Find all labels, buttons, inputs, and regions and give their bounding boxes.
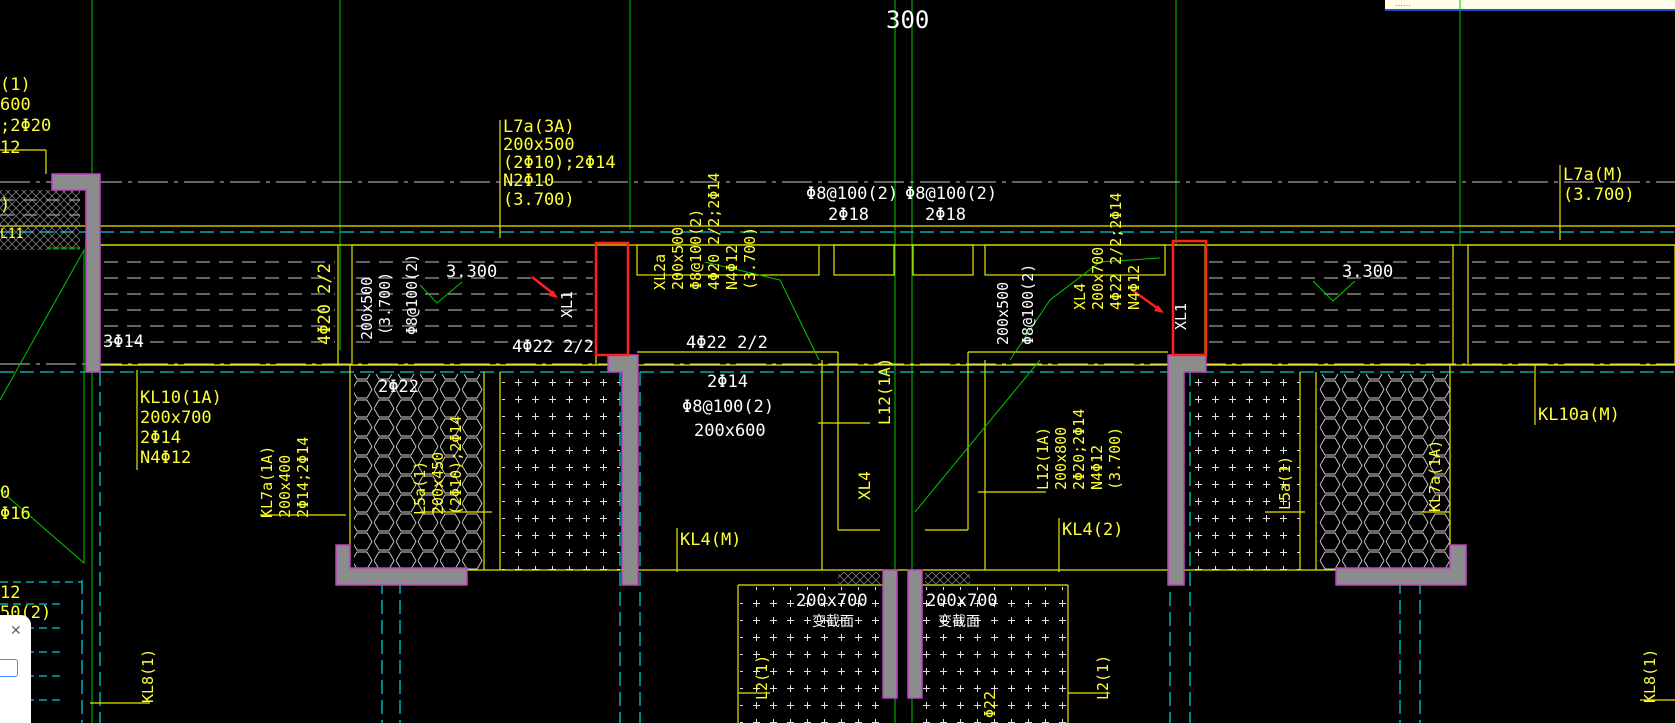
- label-r-stir-v: Φ8@100(2): [1019, 264, 1037, 345]
- xl1-highlight-left: [594, 241, 630, 357]
- label-l5a-v: L5a(1): [411, 461, 429, 515]
- label-l7a-m: L7a(M): [1563, 165, 1624, 185]
- close-icon[interactable]: ✕: [10, 623, 22, 639]
- label-l7a-m-elev: (3.700): [1563, 185, 1635, 205]
- label-xl1-right: XL1: [1172, 303, 1190, 330]
- top-dimension: 300: [886, 6, 929, 34]
- label-xl2a-size-v: 200x500: [669, 227, 687, 290]
- label-l7a-n: N2Φ10: [503, 171, 554, 191]
- label-kl10-size: 200x700: [140, 408, 212, 428]
- diagonal-lines: [0, 247, 1356, 565]
- label-kl10a-m: KL10a(M): [1538, 405, 1620, 425]
- label-xl4-bar-v: 4Φ22 2/2;2Φ14: [1107, 193, 1125, 310]
- label-kl8-right-v: KL8(1): [1641, 649, 1659, 703]
- label-l5a-bar-v: (2Φ10);2Φ14: [447, 416, 465, 515]
- label-xl2a-v: XL2a: [651, 254, 669, 290]
- label-xl2a-stir-v: Φ8@100(2): [687, 209, 705, 290]
- label-xl4-n-v: N4Φ12: [1125, 265, 1143, 310]
- label-beam-left-v: 200x500: [358, 277, 376, 340]
- label-bs-left-txt: 变截面: [812, 614, 854, 630]
- label-xl1-left: XL1: [558, 291, 576, 318]
- label-l12b-size-v: 200x800: [1052, 427, 1070, 490]
- label-4phi22-mid: 4Φ22 2/2: [686, 333, 768, 353]
- edge-label-12: 12: [0, 138, 20, 158]
- highlight-boxes: [531, 239, 1208, 357]
- label-kl10-n: N4Φ12: [140, 448, 191, 468]
- label-bs-right-txt: 变截面: [938, 614, 980, 630]
- label-stir-left: Φ8@100(2): [806, 184, 898, 204]
- label-l12b-v: L12(1A): [1034, 427, 1052, 490]
- label-xl2a-bar-v: 4Φ20 2/2;2Φ14: [705, 173, 723, 290]
- edge-label-2020: ;2Φ20: [0, 116, 51, 136]
- label-4phi20: 4Φ20 2/2: [315, 263, 335, 345]
- label-kl7a-left-bar-v: 2Φ14;2Φ14: [294, 437, 312, 518]
- hidden-beams: [0, 231, 1675, 723]
- label-kl7a-left-size-v: 200x400: [276, 455, 294, 518]
- annotations: 300 L7a(3A) 200x500 (2Φ10);2Φ14 N2Φ10 (3…: [0, 6, 1675, 718]
- label-mid-2phi14: 2Φ14: [707, 372, 748, 392]
- label-elev-right: 3.300: [1342, 262, 1393, 282]
- label-bar-right: 2Φ18: [925, 205, 966, 225]
- label-bar-left: 2Φ18: [828, 205, 869, 225]
- label-mid-stir: Φ8@100(2): [682, 397, 774, 417]
- label-l5a-right-v: L5a(1): [1276, 456, 1294, 510]
- label-bs-left-size: 200x700: [796, 591, 868, 611]
- label-r-200x500-v: 200x500: [994, 282, 1012, 345]
- xl1-highlight-right: [1171, 239, 1208, 357]
- slab-fills: [0, 190, 1450, 723]
- label-elev-left: 3.300: [446, 262, 497, 282]
- label-stir-v: Φ8@100(2): [403, 254, 421, 335]
- label-l12b-elev-v: (3.700): [1106, 427, 1124, 490]
- label-l2-left-v: L2(1): [753, 655, 771, 700]
- edge-label-l11: L11: [0, 227, 23, 242]
- label-2phi22: 2Φ22: [378, 377, 419, 397]
- label-xl2a-elev-v: (3.700): [741, 227, 759, 290]
- edge-label-16: Φ16: [0, 504, 31, 524]
- label-kl10-title: KL10(1A): [140, 388, 222, 408]
- edge-label-0: ): [0, 195, 10, 215]
- panel-input[interactable]: [0, 659, 18, 677]
- label-l5a-size-v: 200x450: [429, 452, 447, 515]
- label-l7a-rebar: (2Φ10);2Φ14: [503, 153, 616, 173]
- label-4phi22-left: 4Φ22 2/2: [512, 337, 594, 357]
- label-kl7a-right-v: KL7a(1A): [1426, 440, 1444, 512]
- label-kl4m: KL4(M): [680, 530, 741, 550]
- top-notification-bar[interactable]: ……: [1385, 0, 1675, 11]
- edge-label-12b: 12: [0, 583, 20, 603]
- label-l12b-bar-v: 2Φ20;2Φ14: [1070, 409, 1088, 490]
- label-l12b-n-v: N4Φ12: [1088, 445, 1106, 490]
- label-l7a-elev: (3.700): [503, 190, 575, 210]
- label-xl4-lower-v: XL4: [855, 471, 874, 500]
- label-l7a-size: 200x500: [503, 135, 575, 155]
- label-xl2a-n-v: N4Φ12: [723, 245, 741, 290]
- label-xl4-size-v: 200x700: [1089, 247, 1107, 310]
- label-l12-v: L12(1A): [875, 358, 894, 425]
- edge-label-10: 0: [0, 483, 10, 503]
- edge-label-1: (1): [0, 75, 31, 95]
- floating-side-panel: ✕: [0, 615, 31, 723]
- label-elev-v: (3.700): [376, 272, 394, 335]
- label-l7a-title: L7a(3A): [503, 117, 575, 137]
- label-kl10-bar: 2Φ14: [140, 428, 181, 448]
- label-kl4-2: KL4(2): [1062, 520, 1123, 540]
- edge-label-600: 600: [0, 95, 31, 115]
- label-phi22-v: Φ22: [981, 691, 999, 718]
- label-kl8-left-v: KL8(1): [139, 649, 157, 703]
- label-mid-size: 200x600: [694, 421, 766, 441]
- label-kl7a-left-v: KL7a(1A): [258, 446, 276, 518]
- label-l2-right-v: L2(1): [1094, 655, 1112, 700]
- label-xl4-v: XL4: [1071, 283, 1089, 310]
- notification-text: ……: [1395, 0, 1411, 8]
- label-stir-right: Φ8@100(2): [905, 184, 997, 204]
- label-3phi14: 3Φ14: [103, 332, 144, 352]
- walls: [51, 173, 1467, 699]
- label-bs-right-size: 200x700: [926, 591, 998, 611]
